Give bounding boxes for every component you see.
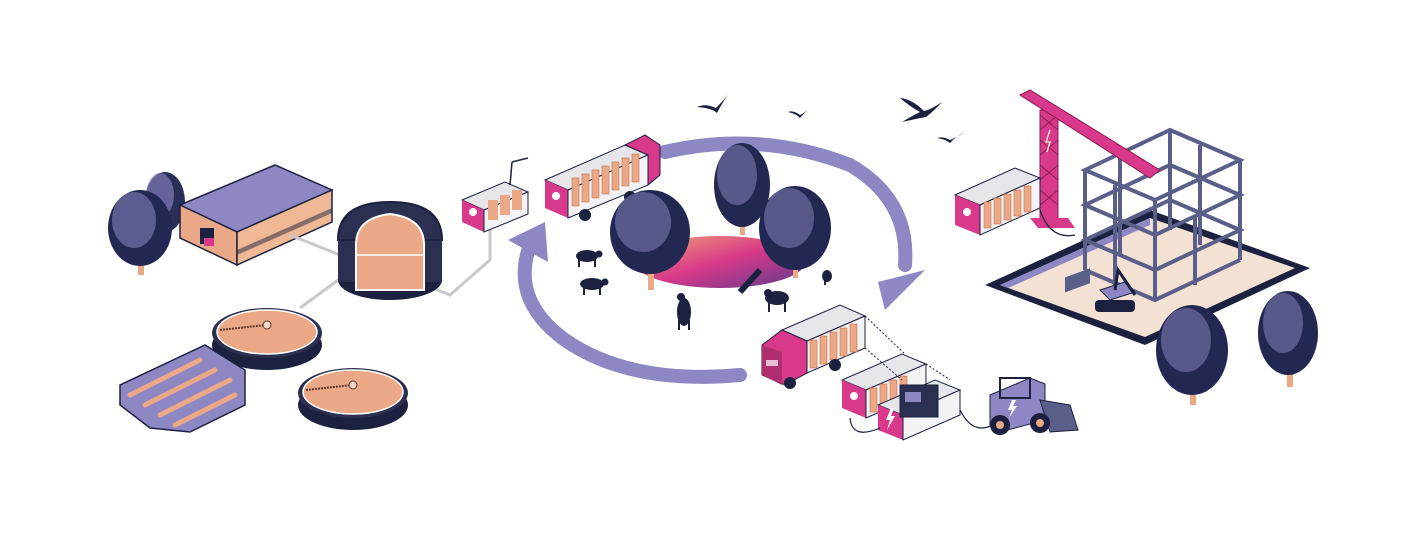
cycle-arrow-bottom-head <box>508 222 548 262</box>
cow-icon <box>677 293 691 330</box>
bird-icon <box>937 132 965 143</box>
gas-truck-top <box>543 134 661 221</box>
electric-loader <box>989 377 1079 435</box>
tree-right-back <box>1258 291 1318 387</box>
lightning-icon <box>1008 400 1017 418</box>
tree-center-right <box>759 186 831 278</box>
serpentine-lagoon <box>119 344 246 433</box>
cow-icon <box>822 270 832 285</box>
bird-icon <box>697 95 728 113</box>
bird-icons <box>697 95 965 143</box>
gas-drop-icon <box>963 208 971 216</box>
electric-excavator <box>1095 265 1137 312</box>
generator-container <box>876 379 962 441</box>
pipe-out-mound <box>737 267 763 295</box>
cycle-arrow-bottom <box>517 238 747 384</box>
cycle-arrow-top-head <box>878 270 925 310</box>
cycle-arrow-top <box>658 136 913 272</box>
cow-icons <box>576 250 832 330</box>
cow-icon <box>580 278 609 295</box>
site-cable <box>1039 209 1076 237</box>
digester-dome <box>336 200 444 300</box>
bird-icon <box>900 98 942 122</box>
cow-icon <box>576 250 603 267</box>
gas-drop-icon <box>552 192 560 200</box>
cycle-section <box>460 95 1079 441</box>
site-crate <box>1065 268 1090 293</box>
tree-center-back <box>714 143 770 235</box>
tree-left-front <box>108 190 172 275</box>
gas-pipes <box>289 225 492 310</box>
tree-right-front <box>1156 305 1228 405</box>
barn <box>178 164 334 267</box>
construction-section <box>953 89 1318 405</box>
gas-drop-icon <box>469 208 477 216</box>
gas-drop-icon <box>850 392 858 400</box>
building-frame <box>1080 127 1245 303</box>
tree-center-left <box>610 190 690 290</box>
gas-truck-bottom <box>761 304 867 389</box>
bird-icon <box>788 108 810 118</box>
dotted-links <box>864 315 951 381</box>
settling-tank-2 <box>298 368 408 430</box>
farm-section <box>108 164 492 433</box>
cow-icon <box>764 289 789 312</box>
tower-crane <box>1018 89 1161 228</box>
lightning-icon <box>886 408 895 430</box>
settling-tank-1 <box>212 308 322 370</box>
gas-container-site <box>953 167 1042 236</box>
gas-container-small <box>460 157 530 233</box>
